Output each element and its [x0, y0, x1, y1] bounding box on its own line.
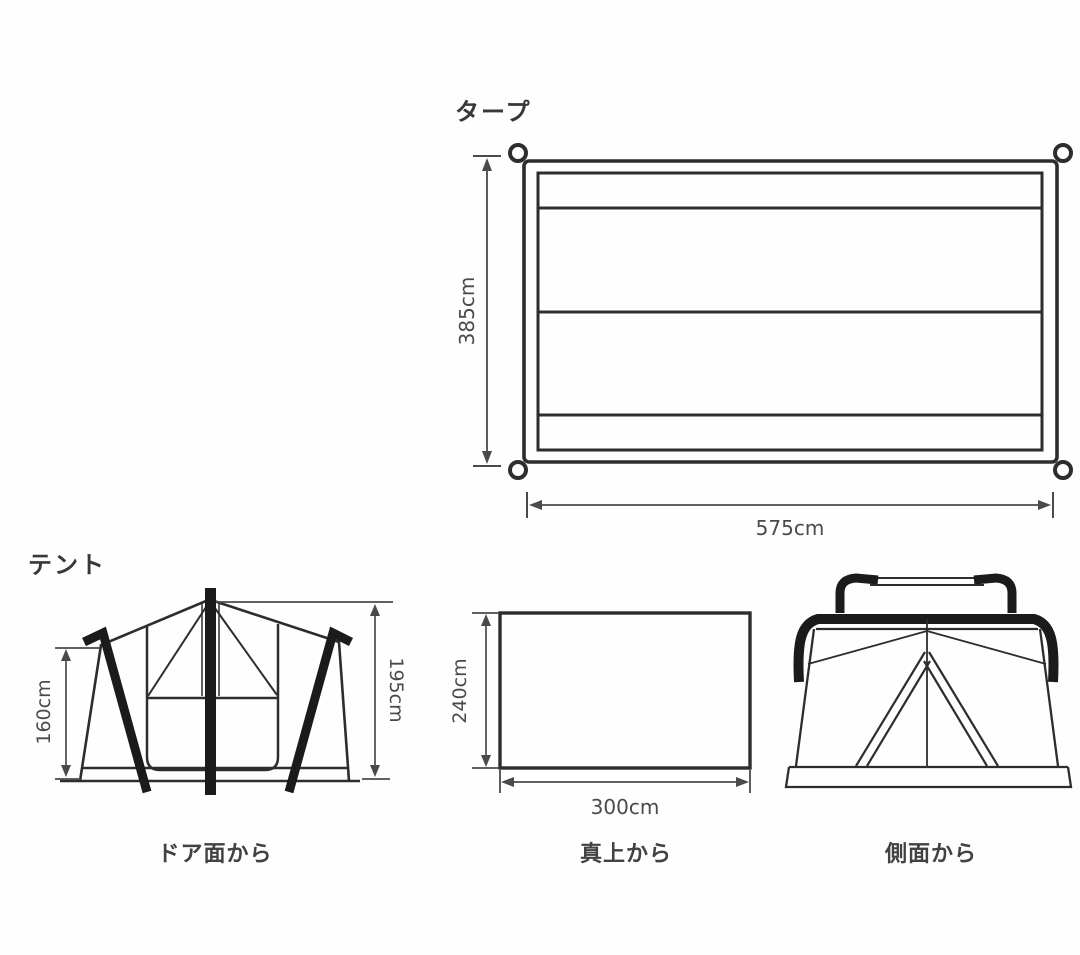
- side-ridge-hook-right: [973, 573, 1017, 613]
- top-width-label: 300cm: [590, 795, 660, 819]
- front-right-wall: [213, 599, 351, 782]
- tarp-corner-loop-top-right: [1053, 143, 1073, 163]
- tent-title: テント: [28, 551, 106, 579]
- front-side-height-label: 160cm: [33, 679, 55, 745]
- tent-top-view: [498, 611, 752, 770]
- tarp-height-dimension: [473, 155, 501, 467]
- arrow-down: [482, 451, 492, 464]
- tarp-title: タープ: [455, 98, 532, 126]
- side-roof-diagonal-left: [807, 630, 928, 665]
- tarp-width-dimension: [526, 492, 1054, 518]
- side-aframe-right-inner: [923, 660, 988, 767]
- front-peak-height-dimension: [216, 601, 393, 780]
- top-width-dimension: [499, 770, 751, 793]
- arrow-left: [529, 500, 542, 510]
- front-peak-height-label: 195cm: [385, 657, 407, 723]
- front-side-height-dimension: [55, 647, 100, 780]
- side-aframe-right-outer: [928, 651, 999, 767]
- top-depth-label: 240cm: [449, 658, 471, 724]
- front-right-pole: [284, 626, 354, 794]
- arrow-down: [370, 765, 380, 777]
- arrow-right: [1038, 500, 1051, 510]
- front-center-pole: [205, 588, 216, 795]
- tarp-corner-loop-bottom-left: [508, 460, 528, 480]
- side-aframe-left-outer: [855, 651, 926, 767]
- side-left-wall: [794, 628, 816, 767]
- arrow-down: [481, 755, 491, 767]
- tarp-diagram: [508, 143, 1073, 480]
- arrow-left: [501, 777, 514, 787]
- arrow-down: [61, 765, 71, 777]
- arrow-right: [736, 777, 749, 787]
- arrow-up: [481, 614, 491, 626]
- tarp-corner-loop-top-left: [508, 143, 528, 163]
- top-depth-dimension: [472, 612, 499, 769]
- tarp-width-label: 575cm: [755, 516, 825, 540]
- tarp-height-label: 385cm: [455, 276, 479, 346]
- side-right-wall: [1038, 628, 1060, 767]
- side-skirt-band: [784, 766, 1073, 789]
- front-left-wall: [78, 599, 207, 782]
- side-view-caption: 側面から: [884, 842, 978, 867]
- front-right-diagonal: [211, 603, 278, 696]
- front-view-caption: ドア面から: [157, 842, 273, 867]
- front-left-diagonal: [147, 603, 209, 697]
- front-left-pole: [82, 626, 152, 794]
- side-roof-diagonal-right: [926, 630, 1047, 665]
- tarp-corner-loop-bottom-right: [1053, 460, 1073, 480]
- top-view-caption: 真上から: [579, 842, 673, 867]
- side-aframe-left-inner: [866, 660, 931, 767]
- side-ridge-hook-left: [835, 573, 879, 613]
- tent-side-view: [784, 573, 1073, 789]
- arrow-up: [482, 158, 492, 171]
- top-view-outline: [498, 611, 752, 770]
- tent-front-view: [60, 588, 360, 795]
- side-frame-pole: [793, 614, 1059, 683]
- arrow-up: [370, 604, 380, 616]
- arrow-up: [61, 649, 71, 661]
